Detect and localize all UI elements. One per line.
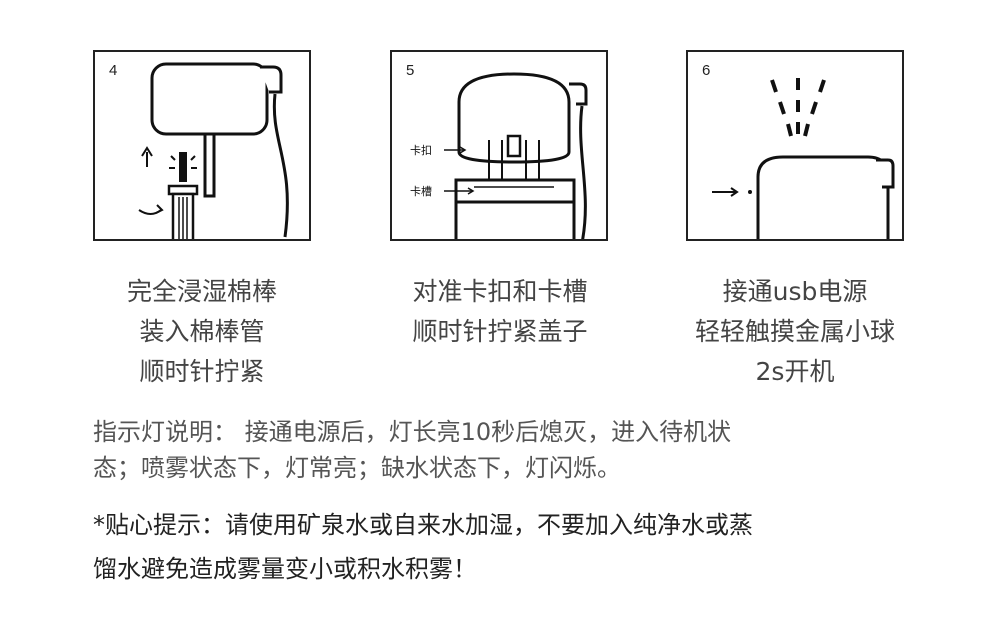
- tip-note: *贴心提示：请使用矿泉水或自来水加湿，不要加入纯净水或蒸 馏水避免造成雾量变小或…: [93, 503, 923, 591]
- caption-line: 装入棉棒管: [139, 317, 265, 346]
- tip-line: *贴心提示：请使用矿泉水或自来水加湿，不要加入纯净水或蒸: [93, 511, 753, 539]
- cap-alignment-icon: 卡扣 卡槽: [410, 72, 588, 239]
- step-number: 4: [109, 62, 118, 79]
- indicator-line: 指示灯说明： 接通电源后，灯长亮10秒后熄灭，进入待机状: [93, 418, 732, 446]
- humidifier-cap-icon: [138, 62, 289, 239]
- tip-line: 馏水避免造成雾量变小或积水积雾！: [93, 555, 477, 583]
- caption-line: 完全浸湿棉棒: [126, 277, 277, 306]
- indicator-description: 指示灯说明： 接通电源后，灯长亮10秒后熄灭，进入待机状 态；喷雾状态下，灯常亮…: [93, 414, 923, 486]
- step-4-caption: 完全浸湿棉棒 装入棉棒管 顺时针拧紧: [72, 272, 332, 392]
- step-4-illustration: 4: [93, 50, 311, 241]
- caption-line: 2s开机: [755, 357, 835, 386]
- indicator-line: 态；喷雾状态下，灯常亮；缺水状态下，灯闪烁。: [93, 454, 621, 482]
- step-5-illustration: 5 卡扣 卡槽: [390, 50, 608, 241]
- step-number: 6: [702, 62, 711, 79]
- caption-line: 轻轻触摸金属小球: [694, 317, 895, 346]
- caption-line: 对准卡扣和卡槽: [412, 277, 588, 306]
- spray-mist-icon: [712, 78, 895, 239]
- step-number: 5: [406, 62, 415, 79]
- caption-line: 顺时针拧紧盖子: [412, 317, 588, 346]
- slot-label: 卡槽: [410, 185, 432, 198]
- caption-line: 接通usb电源: [722, 277, 868, 306]
- clip-label: 卡扣: [410, 143, 432, 157]
- step-5-caption: 对准卡扣和卡槽 顺时针拧紧盖子: [370, 272, 630, 352]
- step-6-illustration: 6: [686, 50, 904, 241]
- caption-line: 顺时针拧紧: [139, 357, 265, 386]
- step-6-caption: 接通usb电源 轻轻触摸金属小球 2s开机: [665, 272, 925, 392]
